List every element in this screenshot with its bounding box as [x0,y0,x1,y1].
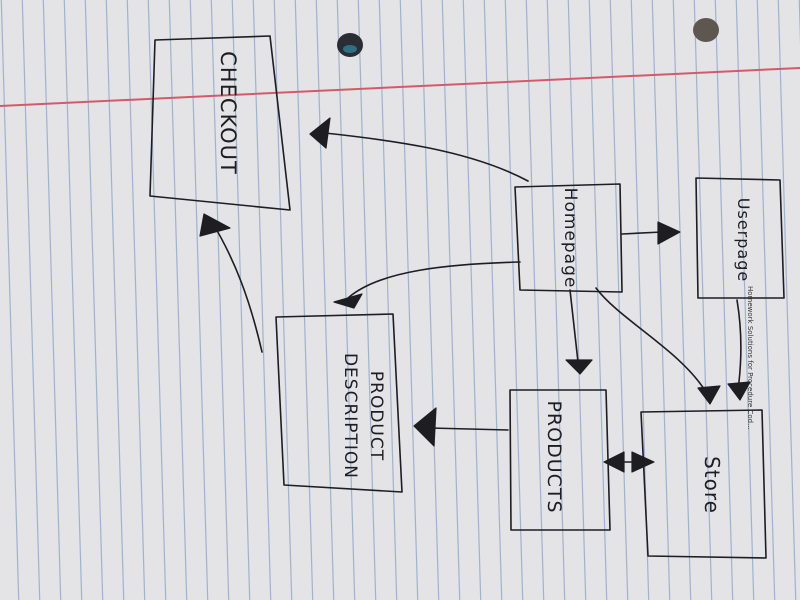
label-product-description: PRODUCT DESCRIPTION [340,352,386,480]
rule-line [588,0,608,600]
rule-line [189,0,209,600]
arrowhead-product-description [333,293,363,309]
label-store: Store [700,456,724,514]
edge-homepage-to-product-description [347,261,521,299]
label-homepage: Homepage [560,187,580,289]
rule-line [126,0,146,600]
rule-line [567,0,587,600]
rule-line [462,0,482,600]
node-box-product-description [275,313,403,493]
arrowhead-checkout [309,117,331,149]
rule-line [525,0,545,600]
edge-products-to-product-description [429,427,509,431]
rule-line [504,0,524,600]
node-box-userpage [695,177,785,299]
rule-line [735,0,755,600]
arrowhead-store-from-homepage [697,385,721,405]
rule-line [399,0,419,600]
rule-line [294,0,314,600]
arrowhead-product-description-from-products [413,407,437,447]
rule-line [357,0,377,600]
rule-line [63,0,83,600]
edge-userpage-to-store [736,299,742,391]
binder-hole [693,18,719,42]
arrowhead-store-from-products [631,451,655,473]
label-products: PRODUCTS [543,400,565,514]
rule-line [483,0,503,600]
rule-line [168,0,188,600]
arrowhead-products-from-store [603,451,625,473]
rule-line [609,0,629,600]
rule-line [147,0,167,600]
rule-line [693,0,713,600]
arrowhead-store-from-userpage [727,381,751,401]
label-userpage: Userpage [734,197,753,283]
rule-line [0,0,20,600]
rule-line [21,0,41,600]
edge-product-description-to-checkout [211,221,263,353]
node-box-homepage [514,183,623,293]
paper-side-note: Homework Solutions for Procedure Cod... [746,286,754,430]
rule-line [651,0,671,600]
edge-userpage-to-homepage [621,231,663,235]
edge-homepage-to-store [595,287,707,393]
rule-line [714,0,734,600]
rule-line [441,0,461,600]
edge-homepage-to-products [569,289,579,363]
rule-line [42,0,62,600]
arrowhead-homepage [657,221,681,245]
rule-line [756,0,776,600]
rule-line [84,0,104,600]
node-box-store [640,409,767,559]
rule-line [378,0,398,600]
rule-line [546,0,566,600]
rule-line [210,0,230,600]
arrowhead-products [565,359,593,375]
rule-line [315,0,335,600]
rule-line [231,0,251,600]
rule-line [420,0,440,600]
label-checkout: CHECKOUT [216,51,240,175]
node-box-products [509,389,611,531]
node-box-checkout [149,35,291,211]
arrowhead-checkout-bottom [199,213,231,237]
margin-line [0,67,800,107]
rule-line [672,0,692,600]
rule-line [105,0,125,600]
binder-hole-reflection [343,45,357,53]
edge-homepage-to-checkout [324,132,529,182]
rule-line [777,0,797,600]
